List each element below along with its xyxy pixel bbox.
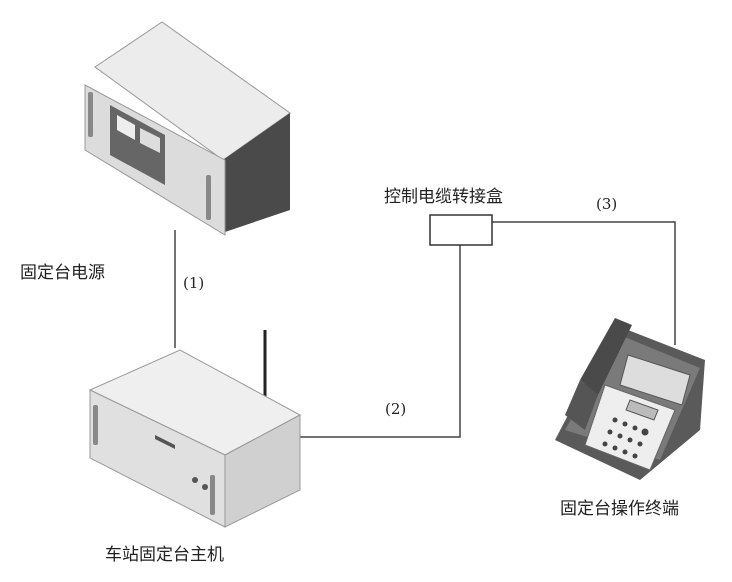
cable-3 xyxy=(492,221,676,345)
station-host-unit xyxy=(88,330,302,528)
cable-2 xyxy=(300,245,461,438)
label-connection-2: (2) xyxy=(385,400,407,418)
label-junction-box: 控制电缆转接盒 xyxy=(384,187,503,207)
label-power-supply: 固定台电源 xyxy=(20,263,105,283)
power-supply-unit xyxy=(84,21,291,236)
label-connection-3: (3) xyxy=(596,195,618,213)
operator-terminal-phone xyxy=(555,318,705,480)
label-station-host: 车站固定台主机 xyxy=(105,545,224,565)
label-operator-terminal: 固定台操作终端 xyxy=(560,499,679,519)
label-connection-1: (1) xyxy=(183,274,205,292)
junction-box xyxy=(429,214,493,246)
